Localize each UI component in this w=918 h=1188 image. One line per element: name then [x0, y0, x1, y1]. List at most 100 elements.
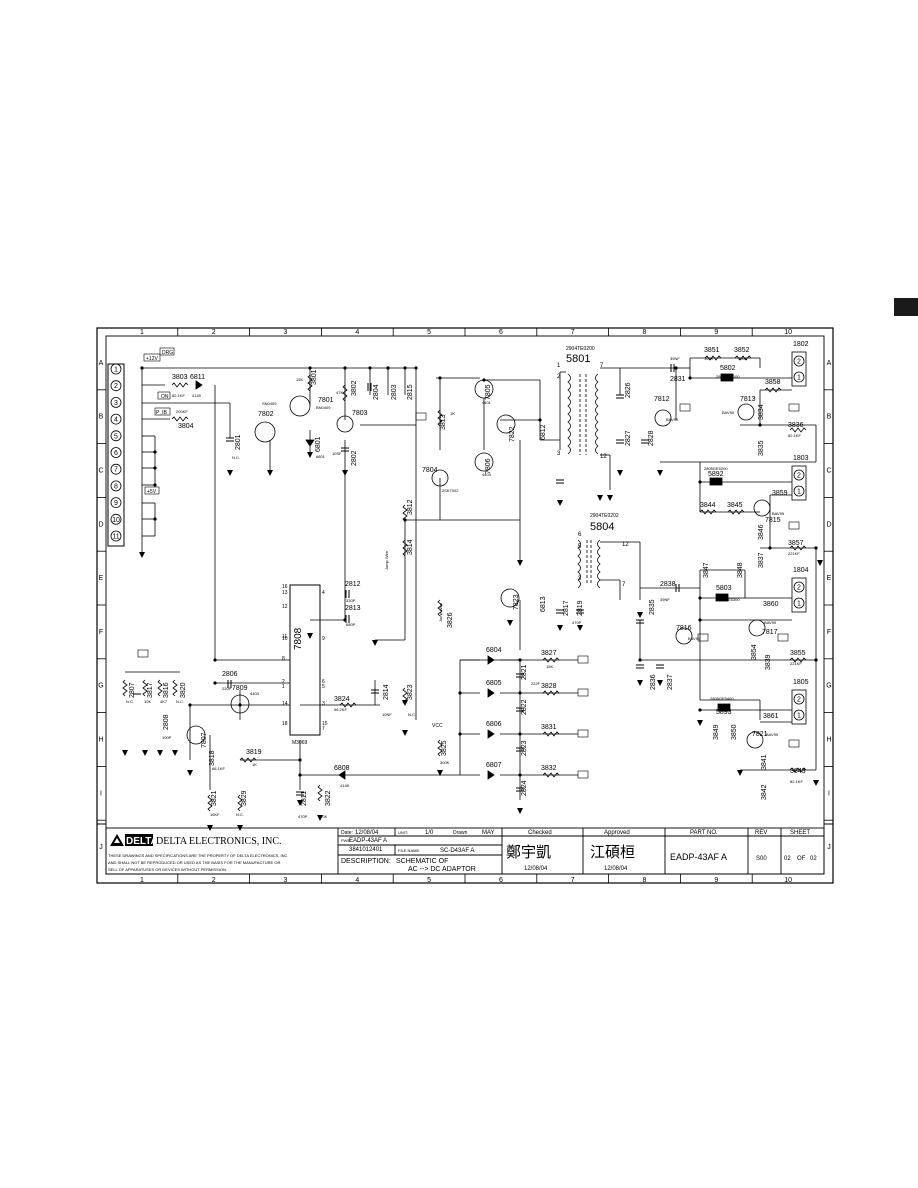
grid-col-label: 9	[714, 877, 718, 884]
ic-pin-left: 10	[282, 636, 288, 642]
connector-pin	[110, 530, 122, 542]
label-q7809: 7809	[232, 685, 248, 692]
junction-dot	[768, 546, 772, 550]
label-c2801: 2801	[235, 434, 242, 450]
ground-symbol	[813, 780, 819, 786]
ground-symbol	[637, 680, 643, 686]
label-v7802: SN0409	[262, 401, 277, 406]
junction-dot	[140, 366, 144, 370]
label-r3848: 3848	[737, 562, 744, 578]
delta-logo: DELTA	[110, 834, 158, 847]
connector-pin	[110, 430, 122, 442]
grid-row-label: I	[828, 790, 830, 797]
label-c2827: 2827	[625, 430, 632, 446]
t5801-pin-2: 2	[557, 374, 561, 380]
rev-value: S00	[756, 856, 767, 862]
label-d6801: 6801	[315, 436, 322, 452]
label-v7809: 4403	[250, 691, 260, 696]
label-r3842: 3842	[761, 784, 768, 800]
grid-col-label: 10	[784, 329, 792, 336]
desc-line-2: AC --> DC ADAPTOR	[408, 866, 476, 873]
junction-dot	[368, 366, 372, 370]
grid-row-label: B	[99, 414, 104, 421]
unit-value: 1/0	[425, 830, 434, 836]
ic-pin-right: 4	[322, 590, 325, 596]
connector-pin	[110, 380, 122, 392]
connector-pin	[110, 480, 122, 492]
grid-col-label: 8	[643, 877, 647, 884]
ground-symbol	[172, 750, 178, 756]
ground-symbol	[157, 750, 163, 756]
grid-col-label: 2	[212, 329, 216, 336]
grid-col-label: 1	[140, 877, 144, 884]
grid-row-label: B	[827, 414, 832, 421]
t5804-ref: 5804	[590, 521, 614, 533]
grid-col-label: 7	[571, 877, 575, 884]
label-v3813: 1K	[450, 411, 455, 416]
t5804-pin-3: 3	[578, 576, 582, 582]
connector-pin-label: 2	[114, 383, 118, 390]
ground-symbol	[139, 552, 145, 558]
label-q7817: 7817	[762, 629, 778, 636]
desc-line-1: SCHEMATIC OF	[396, 858, 448, 865]
label-c2838: 2838	[660, 581, 676, 588]
connector-pin-label: 11	[112, 534, 119, 541]
output-pin-label: 1	[797, 375, 801, 382]
label-r3852: 3852	[734, 347, 750, 354]
label-q7804: 7804	[422, 467, 438, 474]
grid-row-label: J	[827, 844, 831, 851]
label-c2831: 2831	[670, 376, 686, 383]
label-v7806: 4403	[482, 472, 492, 477]
notice-line-1: THESE DRAWINGS AND SPECIFICATIONS ARE TH…	[108, 853, 288, 858]
junction-dots	[140, 366, 818, 777]
label-v3816: 4K7	[160, 699, 168, 704]
label-jw2: Jump Wire	[438, 602, 443, 622]
signal-tags: DRG +12V ON P_IB +5V VCC	[143, 347, 443, 729]
label-v7801: BN0409	[316, 405, 331, 410]
connector-pin-label: 4	[114, 417, 118, 424]
ground-symbol	[317, 815, 323, 821]
ground-symbol	[122, 750, 128, 756]
rev-label: REV	[755, 830, 767, 836]
label-v2806: 220P	[222, 686, 232, 691]
ground-symbol	[372, 640, 378, 646]
label-v3821: 16KF	[210, 812, 220, 817]
company-name: DELTA ELECTRONICS, INC.	[156, 836, 282, 847]
junction-dot	[458, 732, 462, 736]
label-v6811: 4149	[192, 393, 202, 398]
label-q7812: 7812	[654, 396, 670, 403]
ground-symbol	[697, 720, 703, 726]
label-r3803: 3803	[172, 374, 188, 381]
label-q7816: 7816	[676, 625, 692, 632]
tag-12v: +12V	[146, 356, 158, 362]
label-v3818: 68.1KF	[212, 766, 225, 771]
date-value: 12/08/04	[355, 830, 379, 836]
label-v7817: BAV99	[764, 620, 777, 625]
t5801-pin-3: 3	[557, 451, 561, 457]
label-r3854: 3854	[751, 644, 758, 660]
date-label: Date:	[341, 830, 353, 836]
junction-dot	[698, 618, 702, 622]
ic-ref: 7808	[293, 627, 304, 650]
junction-dot	[238, 703, 242, 707]
label-r3857: 3857	[788, 540, 804, 547]
label-v7805: 4401	[482, 400, 492, 405]
output-pin	[793, 355, 805, 367]
connector-pin-label: 3	[114, 400, 118, 407]
label-d6807: 6807	[486, 762, 502, 769]
grid-row-label: C	[826, 468, 831, 475]
tag-5v: +5V	[147, 489, 157, 495]
label-v3851: 100K	[704, 356, 714, 361]
tag-vcc: VCC	[432, 723, 443, 729]
junction-dot	[814, 546, 818, 550]
label-r3816: 3816	[163, 682, 170, 698]
label-v3802: 47K	[336, 390, 343, 395]
label-v2838: 39NF	[660, 597, 670, 602]
label-v2812: 330P	[346, 598, 356, 603]
grid-row-label: D	[826, 521, 831, 528]
grid-col-label: 6	[499, 877, 503, 884]
label-r3858: 3858	[765, 379, 781, 386]
label-r3820: 3820	[180, 682, 187, 698]
ground-symbol	[657, 680, 663, 686]
